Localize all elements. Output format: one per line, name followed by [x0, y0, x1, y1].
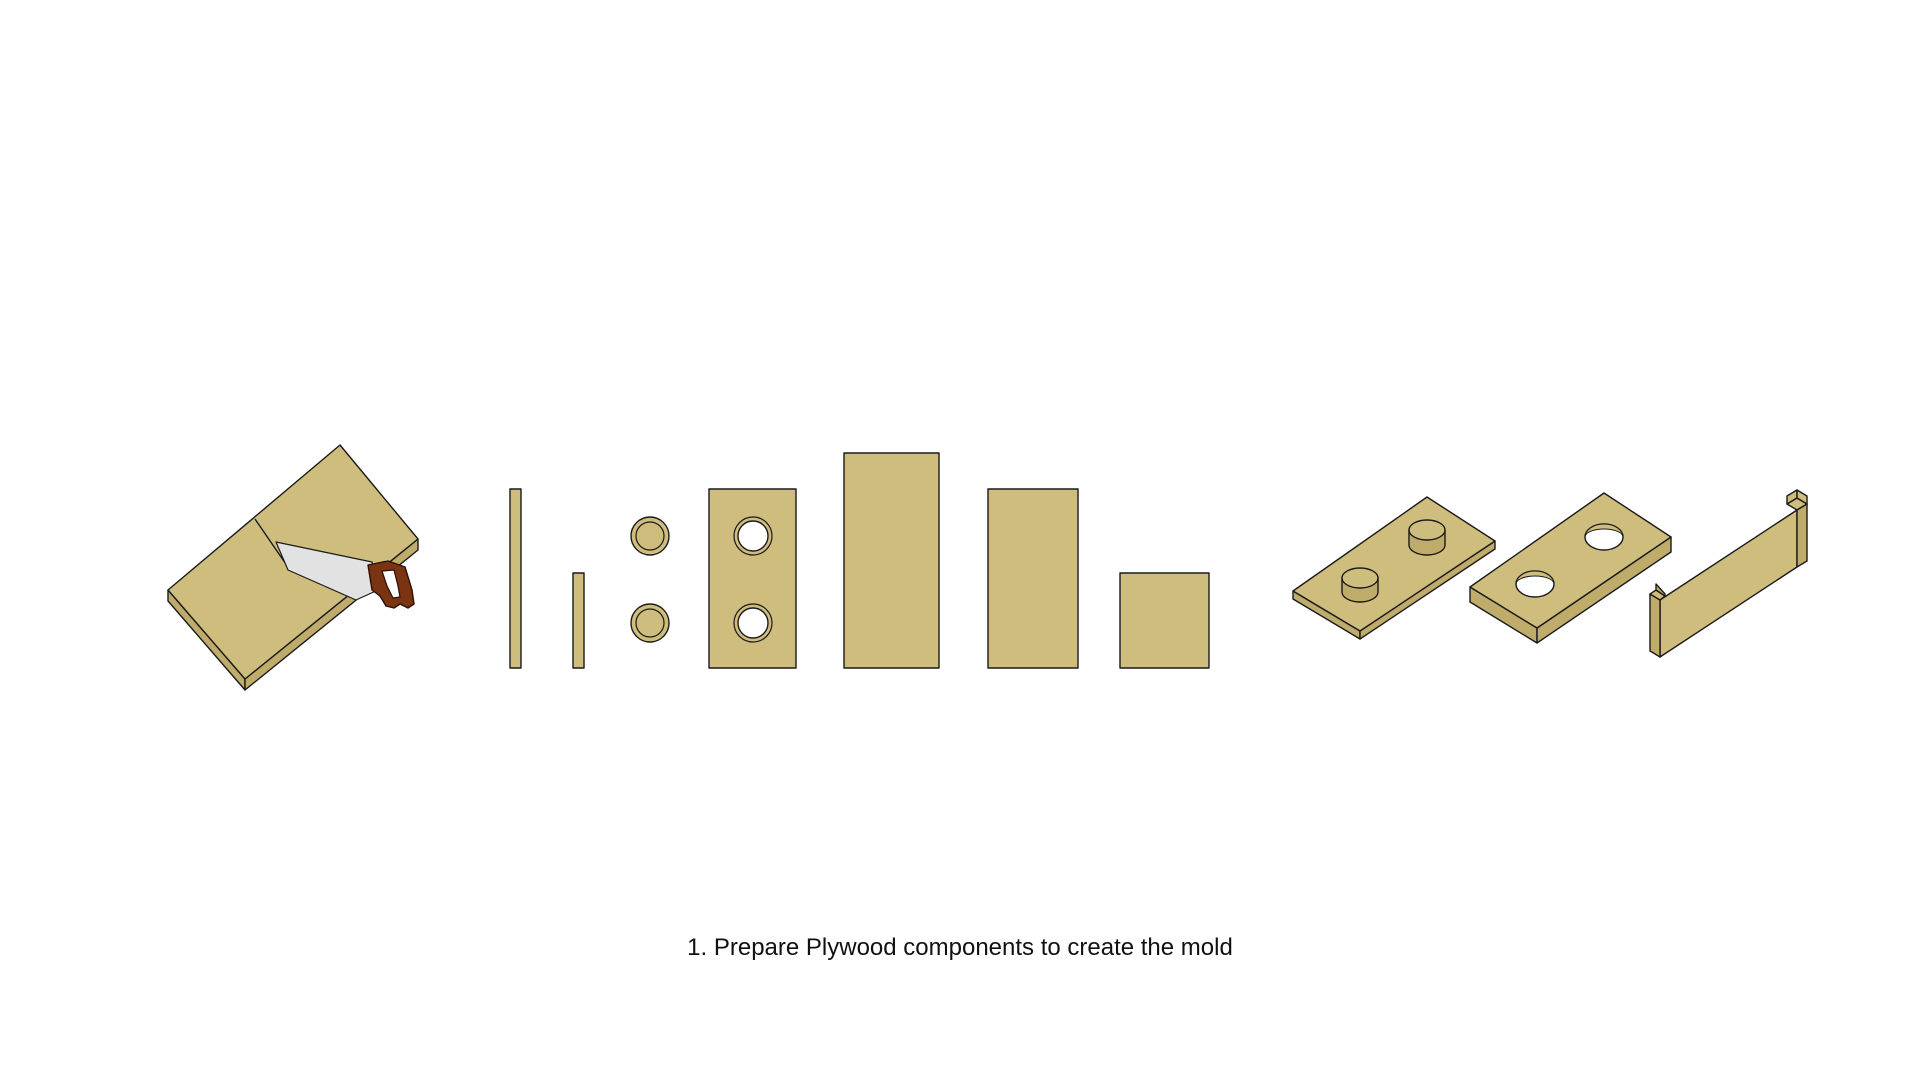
iso-plate-with-pegs	[1292, 496, 1496, 640]
plate-hole-left	[1515, 570, 1555, 598]
panel-with-two-holes	[708, 488, 797, 669]
peg-right	[1408, 519, 1446, 556]
saw-blade	[275, 541, 379, 601]
round-plug-top	[630, 516, 670, 556]
round-plugs	[630, 516, 670, 643]
plate-hole-right	[1584, 523, 1624, 551]
iso-side-wall	[1649, 489, 1808, 658]
plywood-sheet-with-saw	[167, 444, 419, 691]
plate-holes-top-face	[1469, 492, 1672, 629]
panel-hole-bottom	[737, 607, 769, 639]
medium-panel	[987, 488, 1079, 669]
long-thin-strip	[509, 488, 522, 669]
peg-left	[1341, 567, 1379, 603]
panel-hole-top	[737, 520, 769, 552]
square-panel	[1119, 572, 1210, 669]
short-thin-strip	[572, 572, 585, 669]
tall-panel	[843, 452, 940, 669]
cut-components	[509, 452, 1210, 669]
wall-front-face	[1659, 509, 1798, 658]
round-plug-bottom	[630, 603, 670, 643]
iso-plate-with-holes	[1469, 492, 1672, 644]
hand-saw-icon	[367, 560, 415, 609]
diagram-caption: 1. Prepare Plywood components to create …	[687, 934, 1233, 961]
